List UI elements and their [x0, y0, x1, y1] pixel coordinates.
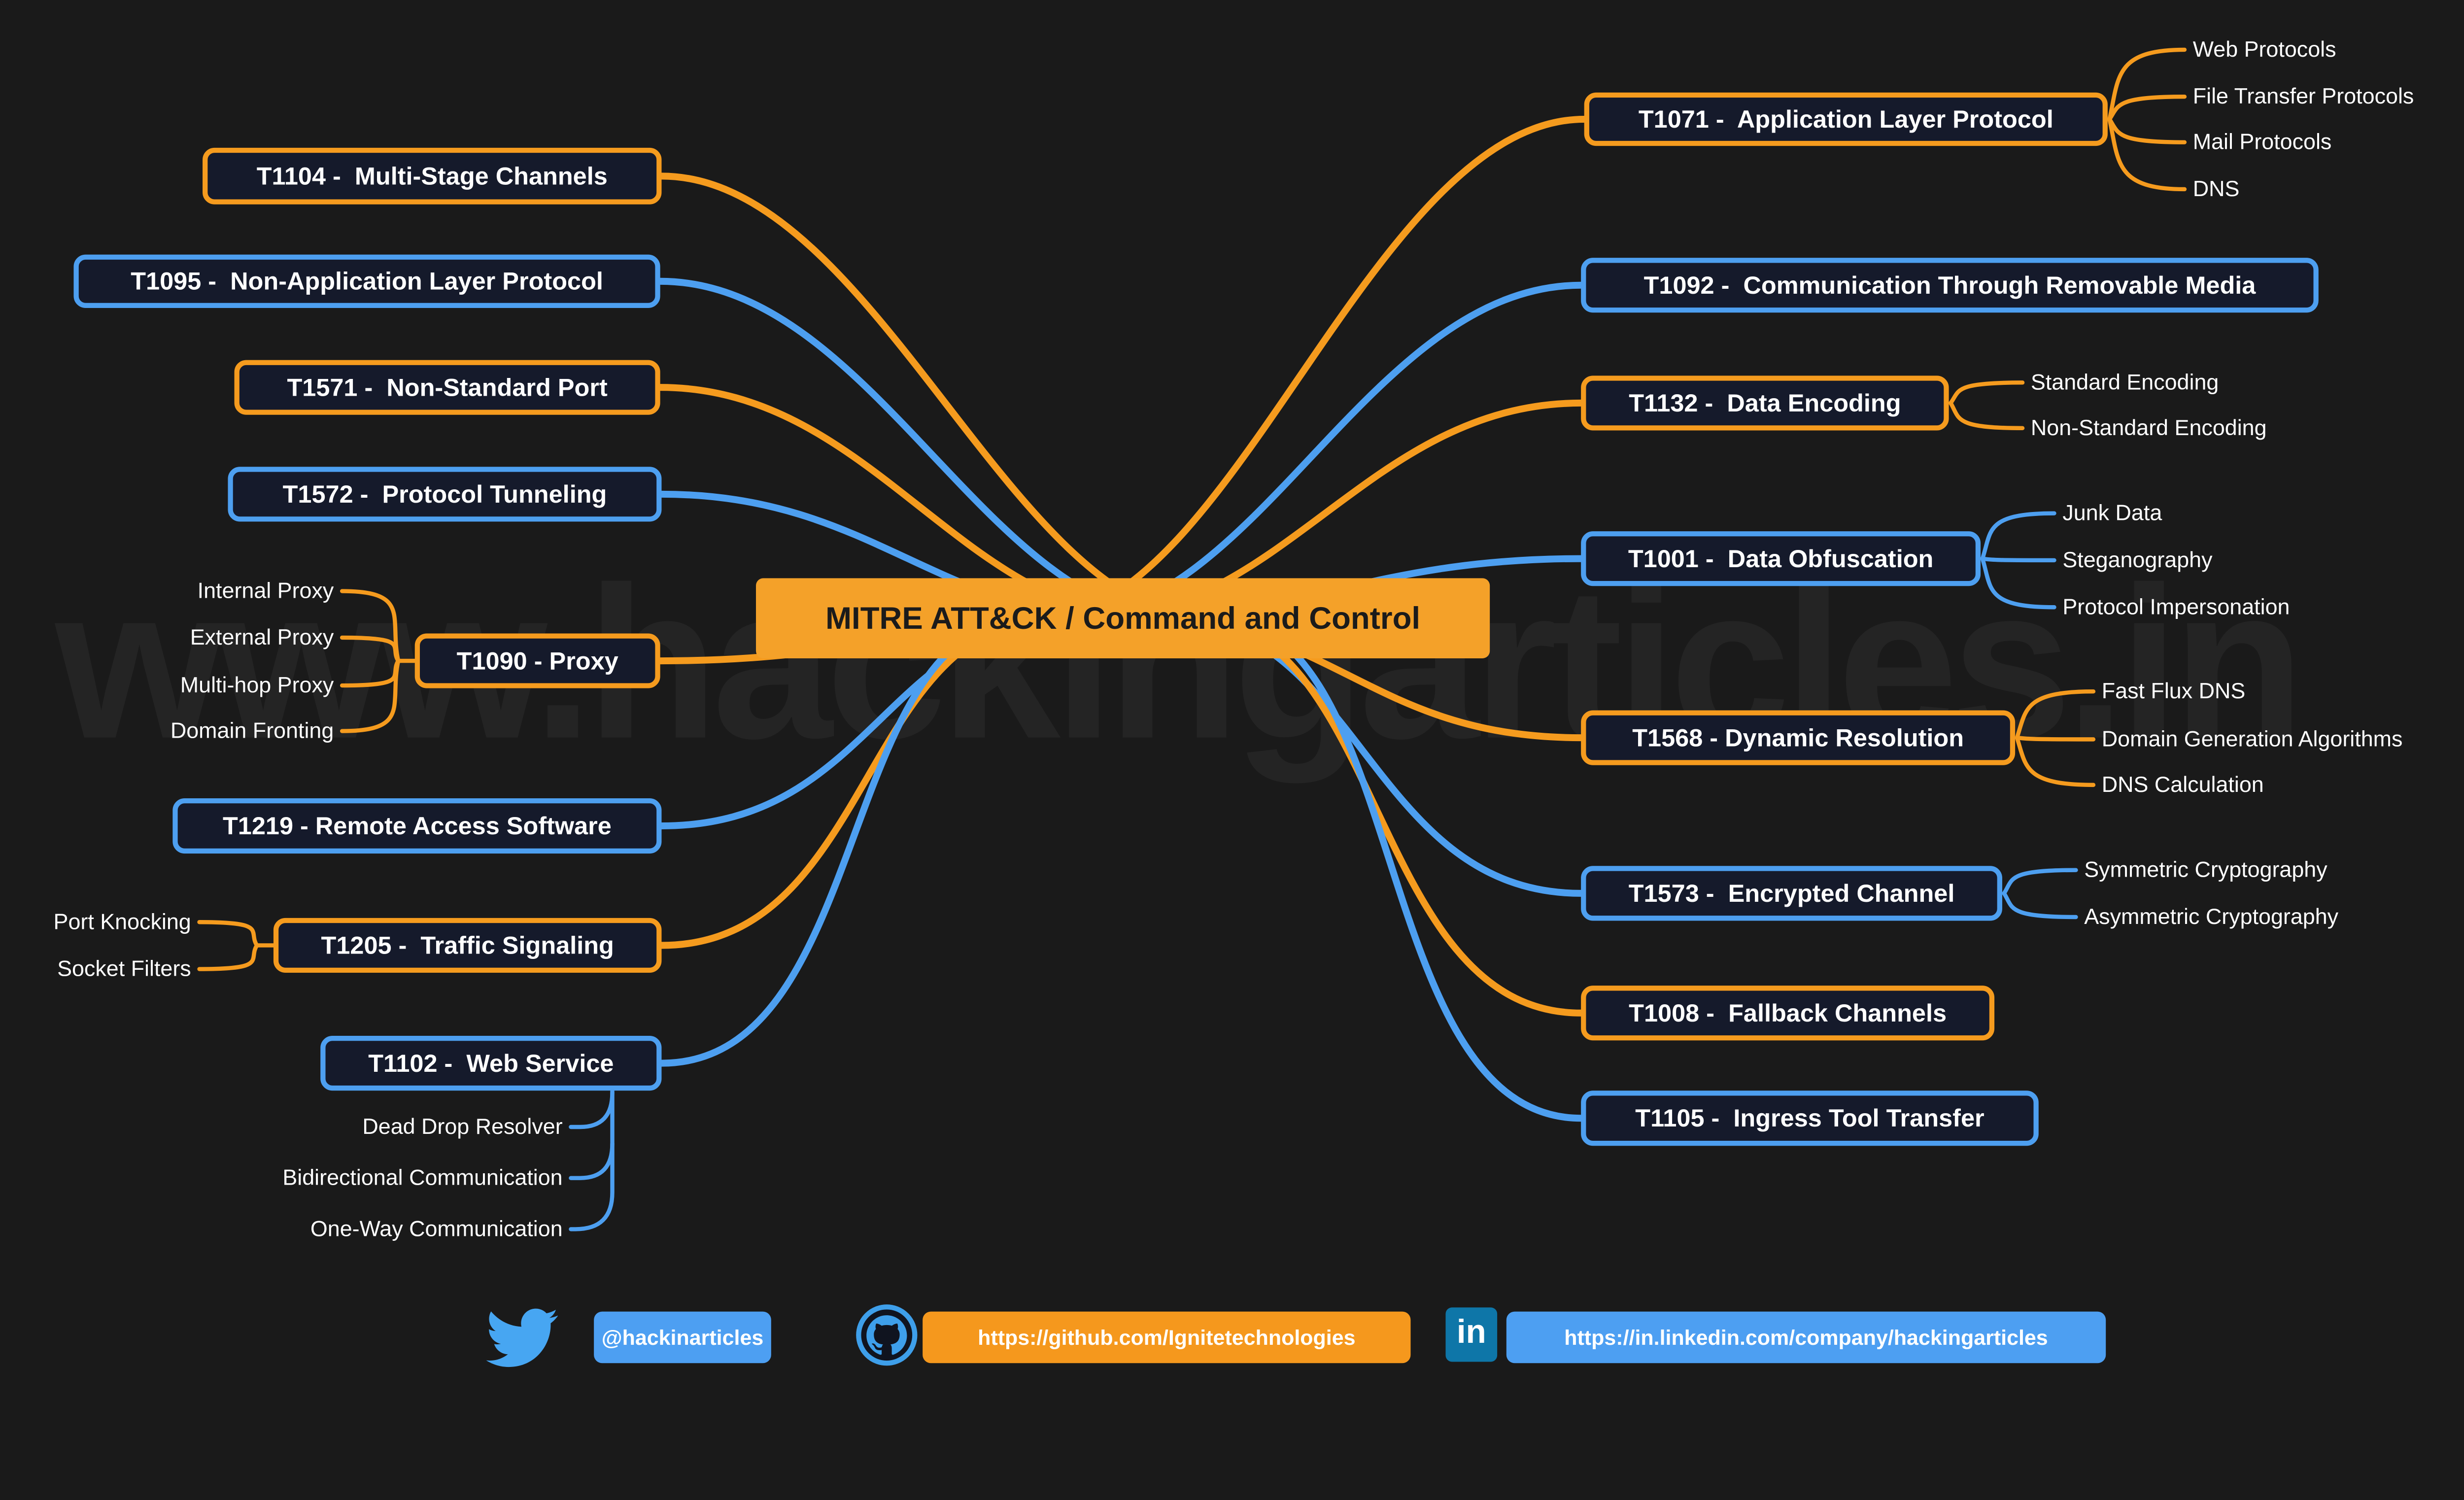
twitter-icon [486, 1308, 558, 1367]
subconnector-t1071 [2107, 94, 2187, 122]
topic-node-t1095: T1095 - Non-Application Layer Protocol [73, 254, 660, 308]
subconnector-t1090 [340, 658, 401, 688]
subconnector-t1573 [2002, 891, 2078, 920]
github-icon [856, 1304, 918, 1366]
subtopic-label-t1102-0: Dead Drop Resolver [362, 1114, 563, 1139]
subtopic-label-t1132-1: Non-Standard Encoding [2030, 415, 2267, 441]
topic-node-t1568: T1568 - Dynamic Resolution [1581, 710, 2016, 765]
topic-label-t1102: T1102 - Web Service [368, 1049, 614, 1077]
connector-t1205 [658, 614, 1058, 949]
topic-label-t1001: T1001 - Data Obfuscation [1628, 545, 1934, 573]
subconnector-t1102 [569, 1088, 615, 1231]
subtopic-label-t1090-2: Multi-hop Proxy [180, 673, 334, 698]
subconnector-t1573 [2002, 868, 2078, 896]
connector-t1105 [1213, 614, 1585, 1122]
topic-node-t1105: T1105 - Ingress Tool Transfer [1581, 1091, 2039, 1146]
subtopic-label-t1573-0: Symmetric Cryptography [2084, 857, 2327, 882]
topic-label-t1572: T1572 - Protocol Tunneling [282, 480, 607, 508]
subtopic-label-t1071-2: Mail Protocols [2192, 130, 2332, 154]
topic-node-t1071: T1071 - Application Layer Protocol [1584, 92, 2108, 146]
subtopic-label-t1090-0: Internal Proxy [197, 579, 334, 603]
subconnector-t1001 [1980, 511, 2056, 561]
subconnector-t1102 [569, 1090, 615, 1129]
twitter-handle-button[interactable]: @hackinarticles [594, 1311, 771, 1364]
topic-node-t1219: T1219 - Remote Access Software [172, 798, 662, 854]
subconnector-t1205 [197, 943, 259, 971]
github-url-button[interactable]: https://github.com/Ignitetechnologies [923, 1311, 1411, 1364]
subconnector-t1205 [197, 920, 259, 948]
subtopic-label-t1568-2: DNS Calculation [2101, 772, 2264, 797]
connector-t1092 [1061, 281, 1585, 622]
topic-label-t1008: T1008 - Fallback Channels [1629, 999, 1947, 1027]
topic-node-t1102: T1102 - Web Service [320, 1036, 662, 1091]
topic-label-t1092: T1092 - Communication Through Removable … [1643, 271, 2256, 299]
mindmap-canvas: www.hackingarticles.in T1104 - Multi-Sta… [53, 37, 2414, 1367]
subtopic-label-t1102-1: Bidirectional Communication [282, 1165, 563, 1190]
topic-node-t1092: T1092 - Communication Through Removable … [1581, 258, 2319, 313]
topic-node-t1572: T1572 - Protocol Tunneling [228, 467, 662, 522]
subtopic-label-t1090-1: External Proxy [190, 625, 334, 650]
subconnector-t1132 [1949, 380, 2025, 406]
topic-node-t1090: T1090 - Proxy [414, 633, 660, 688]
subconnector-t1568 [2015, 735, 2096, 742]
topic-label-t1573: T1573 - Encrypted Channel [1628, 879, 1955, 907]
connector-t1008 [1188, 614, 1585, 1017]
subconnector-t1001 [1980, 556, 2056, 563]
subconnector-t1102 [569, 1141, 615, 1180]
topic-label-t1219: T1219 - Remote Access Software [222, 812, 612, 840]
linkedin-url-label: https://in.linkedin.com/company/hackinga… [1564, 1325, 2048, 1350]
connector-t1071 [1036, 115, 1588, 622]
topic-node-t1008: T1008 - Fallback Channels [1581, 986, 1995, 1041]
topic-label-t1571: T1571 - Non-Standard Port [287, 374, 608, 402]
twitter-handle-label: @hackinarticles [601, 1325, 764, 1350]
topic-label-t1095: T1095 - Non-Application Layer Protocol [131, 267, 603, 295]
topic-node-t1573: T1573 - Encrypted Channel [1581, 866, 2002, 921]
subtopic-label-t1071-3: DNS [2192, 176, 2240, 202]
topic-node-t1104: T1104 - Multi-Stage Channels [203, 147, 662, 205]
subtopic-label-t1001-0: Junk Data [2062, 501, 2162, 525]
subtopic-label-t1001-1: Steganography [2062, 547, 2213, 573]
topic-node-t1132: T1132 - Data Encoding [1581, 375, 1949, 431]
subtopic-label-t1205-1: Socket Filters [57, 956, 191, 981]
subconnector-t1071 [2107, 117, 2187, 192]
subconnector-t1001 [1980, 556, 2056, 610]
central-topic-label: MITRE ATT&CK / Command and Control [825, 601, 1421, 636]
topic-label-t1568: T1568 - Dynamic Resolution [1632, 724, 1964, 752]
subtopic-label-t1568-0: Fast Flux DNS [2101, 679, 2246, 704]
subtopic-label-t1568-1: Domain Generation Algorithms [2101, 727, 2403, 751]
topic-node-t1205: T1205 - Traffic Signaling [273, 918, 662, 973]
linkedin-icon-glyph: in [1456, 1313, 1486, 1351]
linkedin-url-button[interactable]: https://in.linkedin.com/company/hackinga… [1506, 1311, 2106, 1364]
github-url-label: https://github.com/Ignitetechnologies [978, 1325, 1356, 1350]
topic-label-t1071: T1071 - Application Layer Protocol [1638, 105, 2053, 133]
linkedin-icon: in [1445, 1307, 1498, 1362]
subtopic-label-t1132-0: Standard Encoding [2030, 370, 2219, 395]
subconnector-t1090 [340, 589, 401, 663]
topic-node-t1571: T1571 - Non-Standard Port [234, 360, 660, 415]
connector-t1573 [1163, 614, 1585, 897]
topic-label-t1132: T1132 - Data Encoding [1629, 389, 1901, 417]
subtopic-label-t1205-0: Port Knocking [53, 910, 191, 934]
subconnector-t1071 [2107, 47, 2187, 122]
topic-label-t1105: T1105 - Ingress Tool Transfer [1635, 1104, 1985, 1132]
subtopic-label-t1573-1: Asymmetric Cryptography [2084, 904, 2339, 929]
topic-node-t1001: T1001 - Data Obfuscation [1581, 531, 1981, 586]
subconnector-t1568 [2015, 689, 2096, 740]
subconnector-t1090 [340, 635, 401, 663]
connector-t1102 [658, 614, 1033, 1067]
subtopic-label-t1001-2: Protocol Impersonation [2062, 595, 2290, 619]
subconnector-t1090 [340, 658, 401, 733]
subconnector-t1071 [2107, 117, 2187, 144]
subconnector-t1568 [2015, 735, 2096, 787]
subtopic-label-t1102-2: One-Way Communication [310, 1217, 563, 1241]
topic-label-t1104: T1104 - Multi-Stage Channels [256, 162, 608, 190]
subtopic-label-t1071-1: File Transfer Protocols [2192, 84, 2414, 109]
subtopic-label-t1090-3: Domain Fronting [170, 718, 334, 743]
subtopic-label-t1071-0: Web Protocols [2192, 37, 2336, 62]
subconnector-t1132 [1949, 401, 2025, 431]
topic-label-t1090: T1090 - Proxy [456, 647, 618, 675]
topic-label-t1205: T1205 - Traffic Signaling [321, 931, 614, 959]
central-topic-node: MITRE ATT&CK / Command and Control [756, 578, 1490, 658]
